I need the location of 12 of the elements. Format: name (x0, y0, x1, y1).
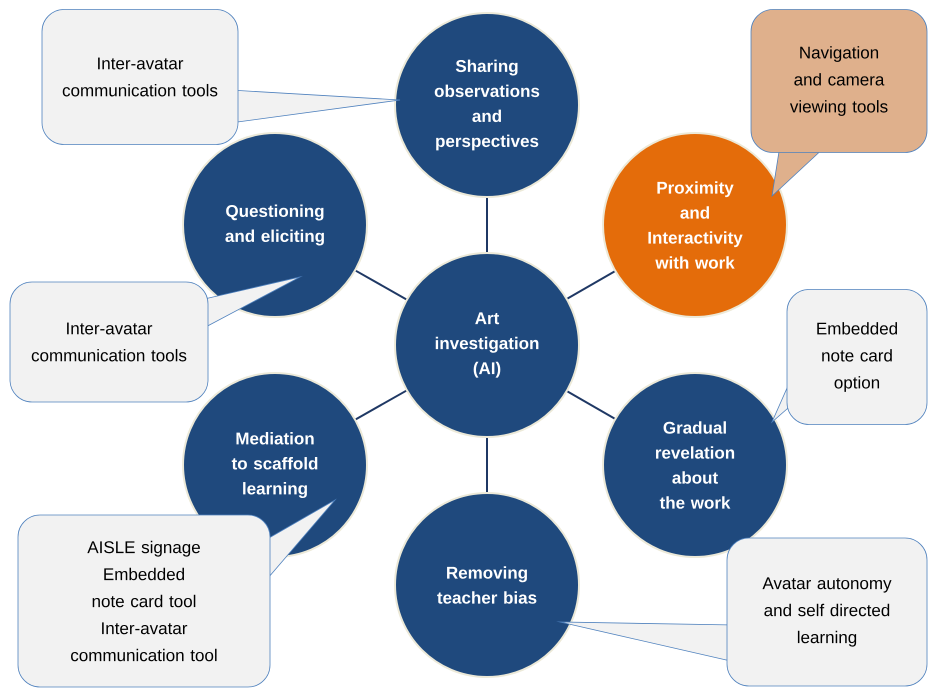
callout-box: AISLE signage Embedded note card tool Inter-avatar communication tool (18, 498, 337, 688)
callout-box: Embedded note card option (770, 289, 928, 425)
connector-line (567, 270, 615, 300)
connector-line (567, 390, 615, 420)
connector-line (486, 198, 488, 252)
callout-box: Inter-avatar communication tools (10, 276, 303, 402)
callout-box: Navigation and camera viewing tools (750, 9, 928, 198)
connector-line (355, 270, 407, 300)
connector-line (355, 390, 407, 420)
callout-box: Inter-avatar communication tools (42, 9, 400, 145)
connector-line (486, 438, 488, 492)
callout-box: Avatar autonomy and self directed learning (556, 538, 928, 686)
